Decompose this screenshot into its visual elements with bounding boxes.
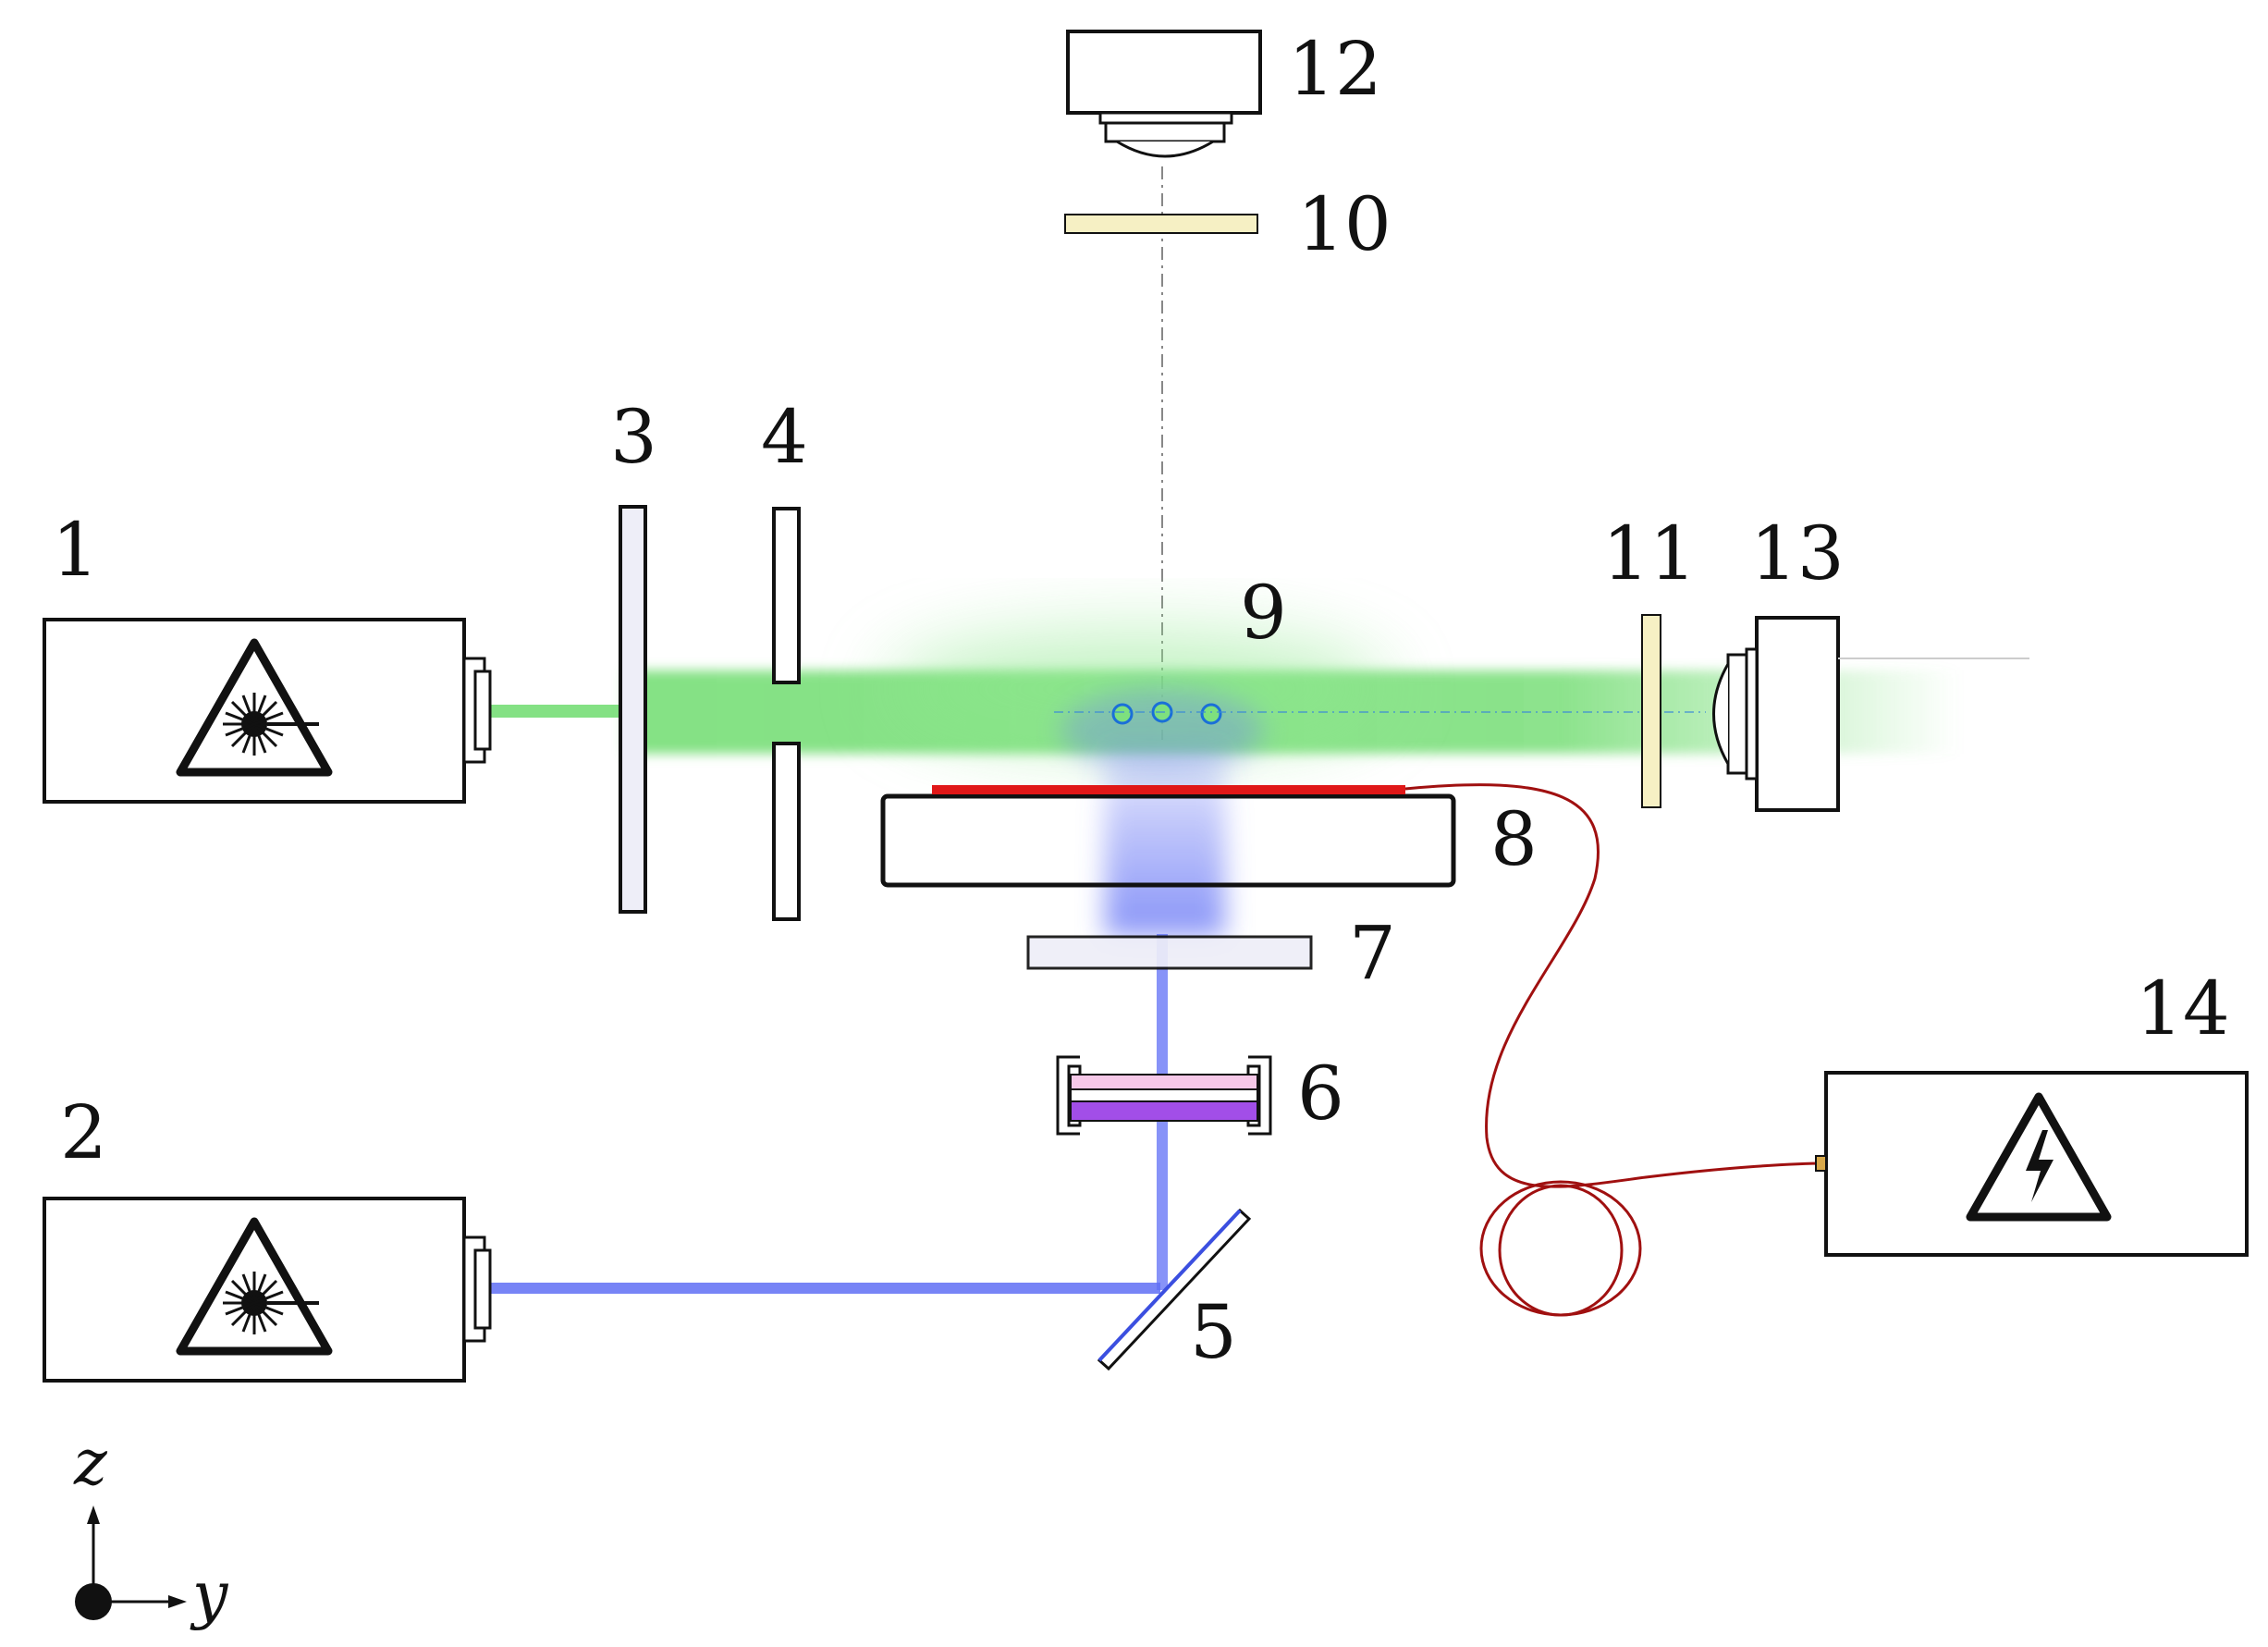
laser-warning-icon xyxy=(176,638,333,777)
axis-label-y: y xyxy=(190,1559,229,1632)
window-7 xyxy=(1026,935,1313,970)
laser-1 xyxy=(43,618,492,804)
blue-expanded-column xyxy=(1105,740,1225,936)
red-electrode-strip xyxy=(932,785,1405,794)
power-supply-14 xyxy=(1815,1071,2249,1257)
label-6: 6 xyxy=(1297,1051,1344,1137)
label-12: 12 xyxy=(1288,26,1382,112)
camera-12 xyxy=(1066,30,1262,158)
label-13: 13 xyxy=(1750,510,1845,596)
fiber-coil xyxy=(1479,1180,1642,1317)
label-8: 8 xyxy=(1490,796,1538,882)
filter-11 xyxy=(1641,614,1661,808)
mirror-5 xyxy=(1097,1208,1252,1371)
label-14: 14 xyxy=(2136,965,2230,1051)
label-9: 9 xyxy=(1240,570,1287,656)
connector xyxy=(1815,1155,1827,1172)
laser-2 xyxy=(43,1197,492,1383)
label-3: 3 xyxy=(610,394,657,480)
camera-13 xyxy=(1712,616,2029,812)
label-11: 11 xyxy=(1602,510,1697,596)
particle xyxy=(1111,703,1134,725)
green-glow xyxy=(888,633,1387,744)
label-2: 2 xyxy=(60,1089,107,1175)
filter-holder-6 xyxy=(1056,1055,1272,1136)
label-7: 7 xyxy=(1349,910,1396,996)
cylindrical-lens-3 xyxy=(619,505,647,914)
label-1: 1 xyxy=(52,507,99,593)
high-voltage-icon xyxy=(1966,1092,2112,1222)
filter-10 xyxy=(1064,214,1258,234)
electrode-plate-8 xyxy=(880,785,1456,888)
coordinate-axes xyxy=(75,1506,187,1620)
fiber-cable xyxy=(1404,783,1827,1188)
label-4: 4 xyxy=(761,394,808,480)
tracer-particles xyxy=(1111,701,1222,725)
slit-aperture-4 xyxy=(772,507,801,921)
particle xyxy=(1200,703,1222,725)
laser-warning-icon xyxy=(176,1217,333,1356)
green-beam-narrow xyxy=(490,705,625,718)
blue-beam-horizontal xyxy=(490,1283,1160,1294)
label-5: 5 xyxy=(1190,1289,1237,1375)
label-10: 10 xyxy=(1297,181,1391,267)
axis-label-z: z xyxy=(73,1427,108,1500)
